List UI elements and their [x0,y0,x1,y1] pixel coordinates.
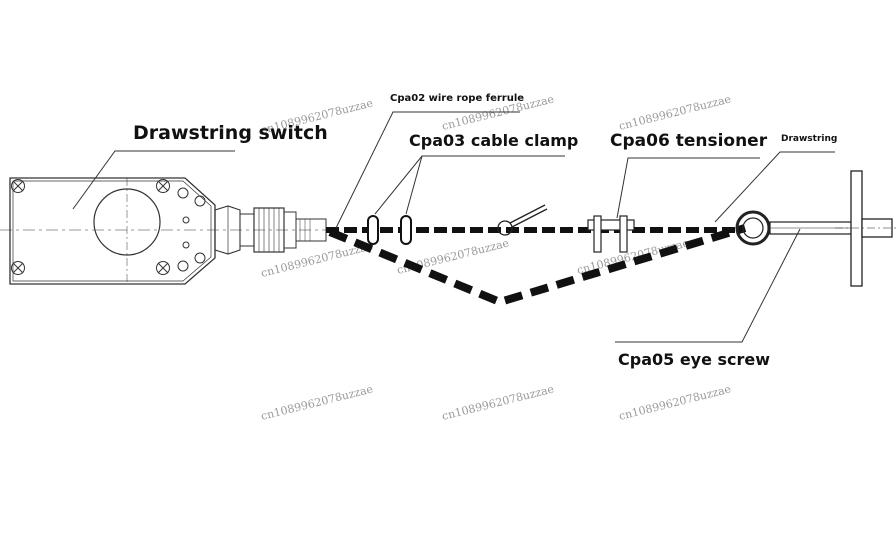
leader-drawstring [714,151,835,223]
wire-hook [497,204,548,236]
label-tensioner: Cpa06 tensioner [610,131,768,151]
leader-wire-rope-ferrule [335,111,520,229]
watermark-7: cn1089962078uzzae [260,382,375,422]
leader-tensioner [616,157,760,219]
leader-eye-screw [615,228,801,343]
cable-clamp-2 [400,215,412,245]
switch-connector [214,205,327,255]
watermark-3: cn1089962078uzzae [618,92,733,132]
leader-drawstring-switch [72,150,235,210]
label-drawstring: Drawstring [781,134,837,144]
cable-clamp-1 [367,215,379,245]
watermark-8: cn1089962078uzzae [441,382,556,422]
corner-screw-icon [156,179,170,193]
label-eye-screw: Cpa05 eye screw [618,350,770,369]
label-drawstring-switch: Drawstring switch [133,122,328,144]
leader-cable-clamp [374,155,565,215]
watermark-5: cn1089962078uzzae [396,236,511,276]
watermark-9: cn1089962078uzzae [618,382,733,422]
tensioner-body [587,215,635,253]
label-wire-rope-ferrule: Cpa02 wire rope ferrule [390,93,524,104]
eye-screw [735,170,896,287]
drawstring-wire-slack [328,224,747,307]
corner-screw-icon [11,179,25,193]
drawstring-switch-body [0,177,330,285]
corner-screw-icon [156,261,170,275]
label-cable-clamp: Cpa03 cable clamp [409,131,578,150]
leader-lines [72,111,835,343]
corner-screw-icon [11,261,25,275]
